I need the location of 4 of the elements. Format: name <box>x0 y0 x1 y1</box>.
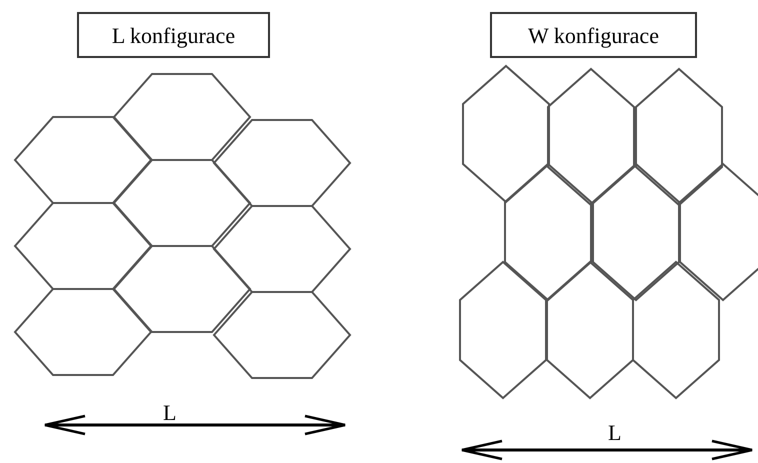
dimension-label: L <box>608 419 622 447</box>
title-box: W konfigurace <box>490 12 697 58</box>
title-box: L konfigurace <box>77 12 270 58</box>
dimension-label: L <box>163 399 176 427</box>
